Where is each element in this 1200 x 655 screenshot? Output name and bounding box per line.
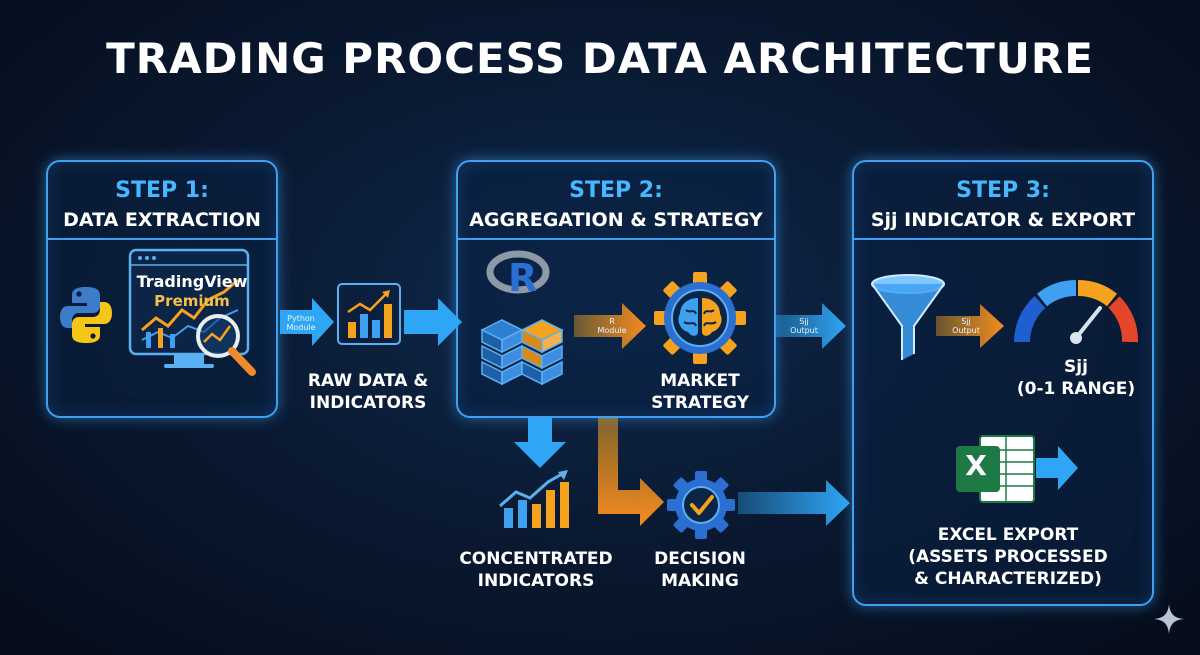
- step3-name: Sjj INDICATOR & EXPORT: [870, 209, 1136, 231]
- sjj-range-line1: Sjj: [1064, 357, 1088, 377]
- brain-gear-icon: [654, 272, 746, 364]
- market-strategy-line1: MARKET: [660, 371, 740, 391]
- excel-export-label: EXCEL EXPORT (ASSETS PROCESSED & CHARACT…: [908, 524, 1108, 590]
- excel-line2: (ASSETS PROCESSED: [908, 547, 1108, 567]
- step1-number: STEP 1:: [115, 178, 209, 203]
- page-title: TRADING PROCESS DATA ARCHITECTURE: [106, 34, 1094, 83]
- step1-to-step2-arrow: [404, 298, 462, 346]
- r-module-arrow: [574, 303, 646, 349]
- concentrated-chart-icon: [499, 470, 569, 528]
- concentrated-line1: CONCENTRATED: [459, 549, 613, 569]
- excel-line1: EXCEL EXPORT: [937, 525, 1079, 545]
- funnel-icon: [871, 274, 945, 360]
- sjj-range-label: Sjj (0-1 RANGE): [1000, 356, 1152, 400]
- excel-letter: X: [965, 449, 987, 482]
- decision-line2: MAKING: [661, 571, 739, 591]
- r-module-line1: R: [609, 317, 615, 326]
- tradingview-brand: TradingView: [136, 272, 248, 291]
- r-module-label: R Module: [592, 317, 632, 335]
- down-blue-arrow: [514, 418, 566, 468]
- step1-name: DATA EXTRACTION: [63, 209, 261, 231]
- market-strategy-line2: STRATEGY: [651, 393, 749, 413]
- python-module-label: Python Module: [280, 314, 322, 332]
- decision-line1: DECISION: [654, 549, 746, 569]
- step3-header: STEP 3: Sjj INDICATOR & EXPORT: [854, 162, 1152, 240]
- decision-gear-icon: [667, 471, 735, 539]
- python-module-arrow: [280, 298, 334, 346]
- sjj-output-2-line1: Sjj: [961, 317, 971, 326]
- raw-data-line2: INDICATORS: [309, 393, 427, 413]
- orange-elbow-arrow: [598, 418, 664, 526]
- step3-number: STEP 3:: [956, 178, 1050, 203]
- sjj-output-1-line1: Sjj: [799, 317, 809, 326]
- step2-name: AGGREGATION & STRATEGY: [469, 209, 763, 231]
- r-logo-icon: [486, 250, 550, 294]
- r-module-line2: Module: [597, 326, 627, 335]
- concentrated-label: CONCENTRATED INDICATORS: [454, 548, 618, 592]
- excel-export-arrow: [1036, 446, 1078, 490]
- tradingview-tier: Premium: [154, 292, 230, 310]
- excel-line3: & CHARACTERIZED): [914, 569, 1102, 589]
- step2-number: STEP 2:: [569, 178, 663, 203]
- decision-label: DECISION MAKING: [640, 548, 760, 592]
- python-logo-icon: [60, 287, 112, 343]
- sjj-output-label-1: Sjj Output: [784, 317, 824, 335]
- raw-data-label: RAW DATA & INDICATORS: [296, 370, 440, 414]
- magnifier-icon: [196, 314, 256, 376]
- sjj-range-line2: (0-1 RANGE): [1016, 379, 1136, 399]
- python-module-line2: Module: [286, 323, 316, 332]
- sjj-output-1-line2: Output: [790, 326, 818, 335]
- raw-data-line1: RAW DATA &: [307, 371, 429, 391]
- decision-to-step3-arrow: [738, 480, 850, 526]
- concentrated-line2: INDICATORS: [477, 571, 595, 591]
- database-cubes-icon: [480, 319, 564, 386]
- step3-panel: STEP 3: Sjj INDICATOR & EXPORT: [852, 160, 1154, 606]
- market-strategy-label: MARKET STRATEGY: [640, 370, 760, 414]
- sjj-output-2-line2: Output: [952, 326, 980, 335]
- sjj-output-label-2: Sjj Output: [946, 317, 986, 335]
- sparkle-icon: [1154, 604, 1184, 634]
- step1-header: STEP 1: DATA EXTRACTION: [48, 162, 276, 240]
- step2-header: STEP 2: AGGREGATION & STRATEGY: [458, 162, 774, 240]
- excel-icon: [956, 435, 1035, 503]
- r-logo-letter: R: [508, 256, 538, 300]
- gauge-icon: [1014, 279, 1138, 344]
- bar-chart-icon: [337, 283, 401, 345]
- sjj-output-arrow-1: [776, 303, 846, 349]
- sjj-output-arrow-2: [936, 304, 1004, 348]
- python-module-line1: Python: [287, 314, 315, 323]
